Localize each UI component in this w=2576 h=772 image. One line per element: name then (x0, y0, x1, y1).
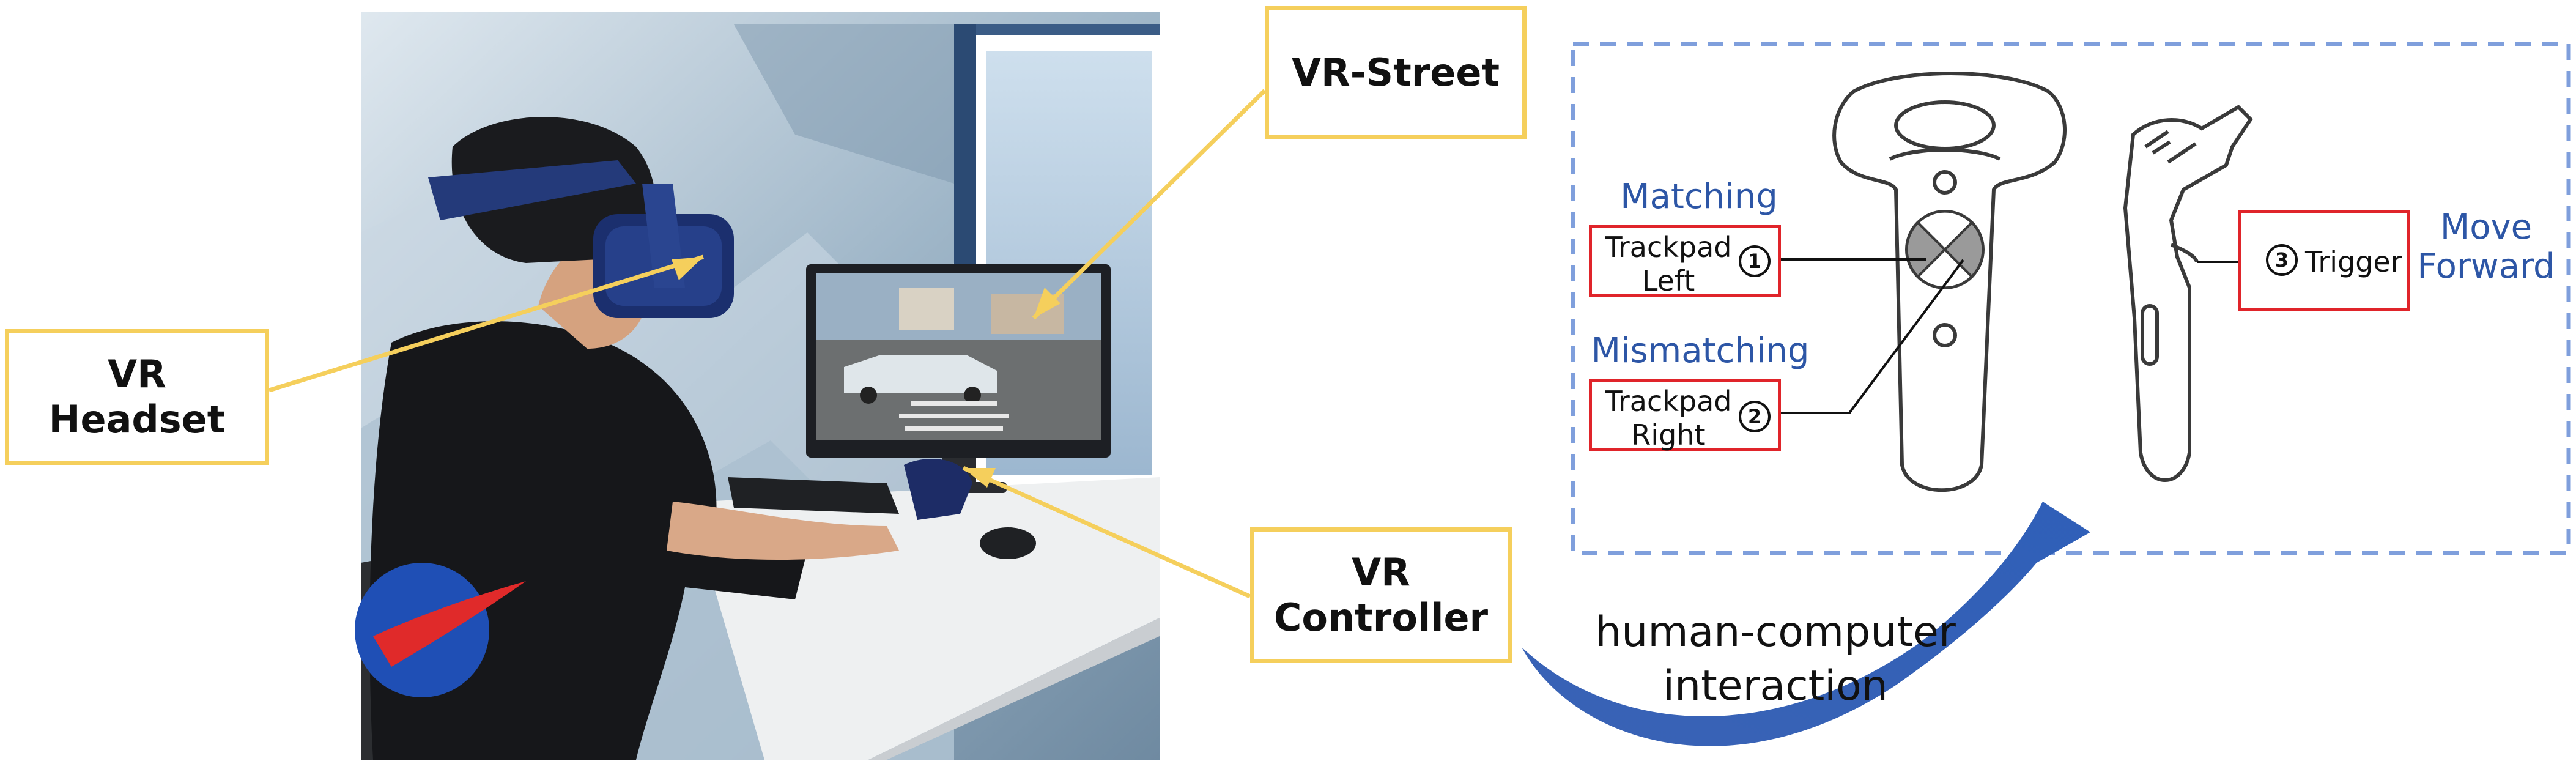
arrowhead-vr-headset (672, 257, 703, 280)
number-three-icon: 3 (2266, 244, 2298, 276)
callout-vr-headset-line1: VR (108, 351, 166, 396)
label-matching: Matching (1620, 177, 1778, 217)
trackpad-left-quadrant (1905, 221, 1947, 278)
callout-vr-street: VR-Street (1265, 6, 1527, 139)
callout-vr-controller-line2: Controller (1273, 595, 1489, 640)
callout-vr-controller: VR Controller (1250, 527, 1512, 663)
controller-side-view (2123, 105, 2253, 482)
number-two-icon: 2 (1739, 401, 1771, 432)
trigger-label: Trigger (2305, 245, 2402, 278)
number-one-icon: 1 (1739, 245, 1771, 277)
interaction-label-line2: interaction (1663, 662, 1888, 711)
callout-leader-lines (268, 89, 1267, 599)
trackpad-left-line1: Trackpad (1605, 231, 1732, 264)
trigger-box: 3 Trigger (2238, 210, 2410, 311)
trackpad-right-line2: Right (1631, 418, 1706, 452)
arrowhead-vr-controller (963, 468, 996, 488)
label-move-forward-line2: Forward (2417, 247, 2555, 287)
arrowhead-vr-street (1034, 288, 1060, 318)
callout-vr-street-label: VR-Street (1291, 50, 1500, 95)
leader-vr-headset (268, 254, 705, 393)
trackpad-left-box: Trackpad Left 1 (1589, 225, 1781, 297)
photo-vr-setup (355, 12, 1168, 760)
label-mismatching: Mismatching (1591, 331, 1810, 371)
callout-vr-headset-line2: Headset (48, 397, 226, 442)
trackpad-right-line1: Trackpad (1605, 385, 1732, 418)
leader-vr-controller (962, 466, 1251, 599)
trackpad-right-quadrant (1943, 221, 1985, 278)
callout-vr-controller-line1: VR (1352, 549, 1410, 595)
interaction-label: human-computer interaction (1564, 606, 1986, 714)
trackpad-left-line2: Left (1641, 264, 1695, 298)
interaction-arrow (1522, 502, 2090, 746)
interaction-label-line1: human-computer (1595, 608, 1956, 656)
callout-arrowheads (672, 257, 1060, 488)
label-move-forward: Move Forward (2404, 207, 2569, 287)
leader-vr-street (1032, 89, 1267, 320)
trackpad-quadrants (1905, 210, 1985, 289)
controller-diagram-frame (1571, 42, 2571, 555)
label-move-forward-line1: Move (2440, 207, 2533, 247)
connector-lines (1781, 258, 2238, 414)
connector-trackpad-right (1781, 259, 1964, 414)
callout-vr-headset: VR Headset (5, 329, 269, 465)
trackpad-right-box: Trackpad Right 2 (1589, 379, 1781, 451)
